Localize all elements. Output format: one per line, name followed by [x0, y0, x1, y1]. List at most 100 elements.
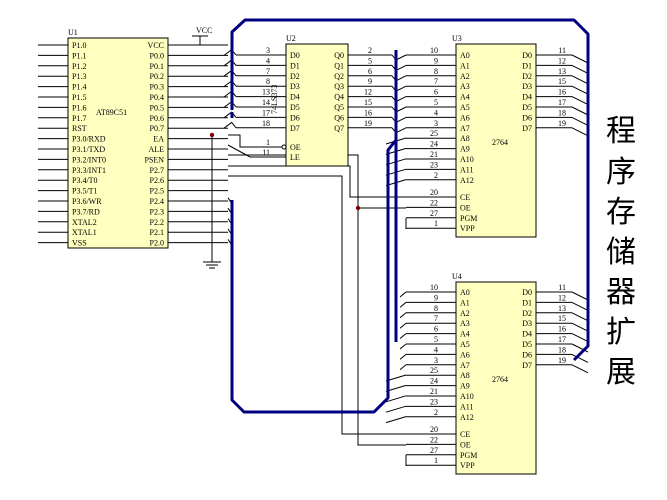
u1-left-pin-label: P3.7/RD — [72, 207, 100, 216]
u1-ref: U1 — [68, 28, 78, 37]
u3-addr-pin-number: 10 — [430, 46, 438, 55]
title-char-5: 器 — [606, 275, 636, 310]
u1-left-pin-label: P1.7 — [72, 114, 86, 123]
u4-data-pin-number: 19 — [558, 356, 566, 365]
u3-data-pin-number: 16 — [558, 88, 566, 97]
bus-entry — [399, 291, 407, 298]
u3-addr-pin-number: 23 — [430, 160, 438, 169]
u1-right-pin-label: P0.0 — [150, 51, 164, 60]
u4-addr-pin-number: 5 — [434, 335, 438, 344]
u1-right-pin-label: VCC — [148, 41, 164, 50]
bus-entry — [571, 64, 589, 74]
bus-entry — [571, 96, 589, 106]
u4-ctrl-pin-number: 27 — [430, 446, 438, 455]
u4-addr-pin-number: 3 — [434, 356, 438, 365]
u1-right-pin-label: P2.2 — [150, 218, 164, 227]
u1-right-pin-label: P2.5 — [150, 187, 164, 196]
u2-ctrl-pin-number: 11 — [262, 148, 270, 157]
u1-left-pin-label: P3.4/T0 — [72, 176, 98, 185]
u2-output-pin-label: Q0 — [334, 51, 344, 60]
u1-right-pin-label: P2.1 — [150, 228, 164, 237]
u3-body — [455, 43, 537, 238]
u3-ctrl-pin-number: 20 — [430, 188, 438, 197]
u3-addr-pin-label: A7 — [460, 124, 470, 133]
u1-right-pin-label: EA — [153, 135, 164, 144]
bus-entry — [571, 54, 589, 64]
u4-addr-pin-number: 6 — [434, 325, 438, 334]
u4-addr-pin-label: A1 — [460, 298, 470, 307]
u4-addr-pin-label: A12 — [460, 413, 474, 422]
u3-addr-pin-label: A4 — [460, 93, 470, 102]
u3-data-pin-number: 12 — [558, 56, 566, 65]
u4-addr-pin-label: A6 — [460, 350, 470, 359]
u2-ref: U2 — [286, 34, 296, 43]
u3-ctrl-pin-label: CE — [460, 193, 470, 202]
u3-ctrl-pin-number: 22 — [430, 198, 438, 207]
u4-ctrl-pin-label: VPP — [460, 461, 475, 470]
u3-data-pin-number: 15 — [558, 77, 566, 86]
ce-wire-u4 — [228, 175, 406, 435]
u2-input-pin-number: 17 — [262, 108, 270, 117]
ce-wire-u3 — [228, 165, 406, 198]
u2-output-pin-number: 16 — [364, 108, 372, 117]
u4-data-pin-label: D6 — [522, 350, 532, 359]
u4-ctrl-pin-number: 20 — [430, 425, 438, 434]
u4-ctrl-pin-label: PGM — [460, 451, 477, 460]
u4-ref: U4 — [452, 272, 462, 281]
u1-right-pin-label: P0.7 — [150, 124, 164, 133]
u3-data-pin-number: 11 — [558, 46, 566, 55]
bus-entry — [571, 116, 589, 126]
bus-entry — [571, 291, 589, 301]
bus-entry — [399, 322, 407, 329]
u4-addr-pin-number: 2 — [434, 408, 438, 417]
u2-ctrl-pin-number: 1 — [266, 138, 270, 147]
u4-addr-pin-number: 21 — [430, 387, 438, 396]
u2-input-pin-number: 18 — [262, 119, 270, 128]
u4-addr-pin-number: 10 — [430, 283, 438, 292]
u1-left-pin-label: P3.2/INT0 — [72, 155, 106, 164]
bus-entry — [385, 395, 407, 403]
u3-addr-pin-number: 24 — [430, 140, 438, 149]
u2-output-pin-number: 5 — [368, 56, 372, 65]
bus-entry — [571, 106, 589, 116]
vcc-wire — [168, 36, 201, 46]
u1-left-pin-label: P1.6 — [72, 103, 86, 112]
u1-left-pin-label: XTAL1 — [72, 228, 97, 237]
u4-addr-pin-number: 25 — [430, 366, 438, 375]
u2-input-pin-number: 7 — [266, 67, 270, 76]
u1-right-pin-label: P0.6 — [150, 114, 164, 123]
u3-addr-pin-number: 9 — [434, 56, 438, 65]
u3-addr-pin-label: A11 — [460, 165, 473, 174]
u4-data-pin-number: 15 — [558, 314, 566, 323]
u3-addr-pin-label: A3 — [460, 82, 470, 91]
u1-left-pin-label: P1.5 — [72, 93, 86, 102]
data-bus-top — [230, 18, 590, 362]
bus-entry — [571, 353, 589, 363]
u4-addr-pin-number: 8 — [434, 304, 438, 313]
u4-addr-pin-label: A8 — [460, 371, 470, 380]
u4-addr-pin-label: A7 — [460, 361, 470, 370]
u2-input-pin-label: D6 — [290, 113, 300, 122]
u3-addr-pin-number: 6 — [434, 88, 438, 97]
u4-data-pin-label: D3 — [522, 319, 532, 328]
u2-ctrl-pin-label: OE — [290, 143, 301, 152]
u3-ctrl-pin-label: VPP — [460, 224, 475, 233]
u3-addr-pin-label: A6 — [460, 113, 470, 122]
u3-addr-pin-label: A9 — [460, 145, 470, 154]
u3-ctrl-pin-number: 27 — [430, 209, 438, 218]
u4-data-pin-number: 11 — [558, 283, 566, 292]
u3-addr-pin-number: 5 — [434, 98, 438, 107]
u3-data-pin-label: D5 — [522, 103, 532, 112]
u2-output-pin-label: Q4 — [334, 93, 344, 102]
u1-left-pin-label: P3.6/WR — [72, 197, 102, 206]
u3-addr-pin-number: 21 — [430, 150, 438, 159]
bus-entry — [571, 301, 589, 311]
chips — [67, 37, 537, 475]
u4-addr-pin-label: A11 — [460, 402, 473, 411]
bus-entry — [399, 343, 407, 350]
u3-addr-pin-number: 2 — [434, 171, 438, 180]
u4-addr-pin-number: 9 — [434, 293, 438, 302]
u1-left-pin-label: P1.2 — [72, 62, 86, 71]
u3-addr-pin-number: 7 — [434, 77, 438, 86]
